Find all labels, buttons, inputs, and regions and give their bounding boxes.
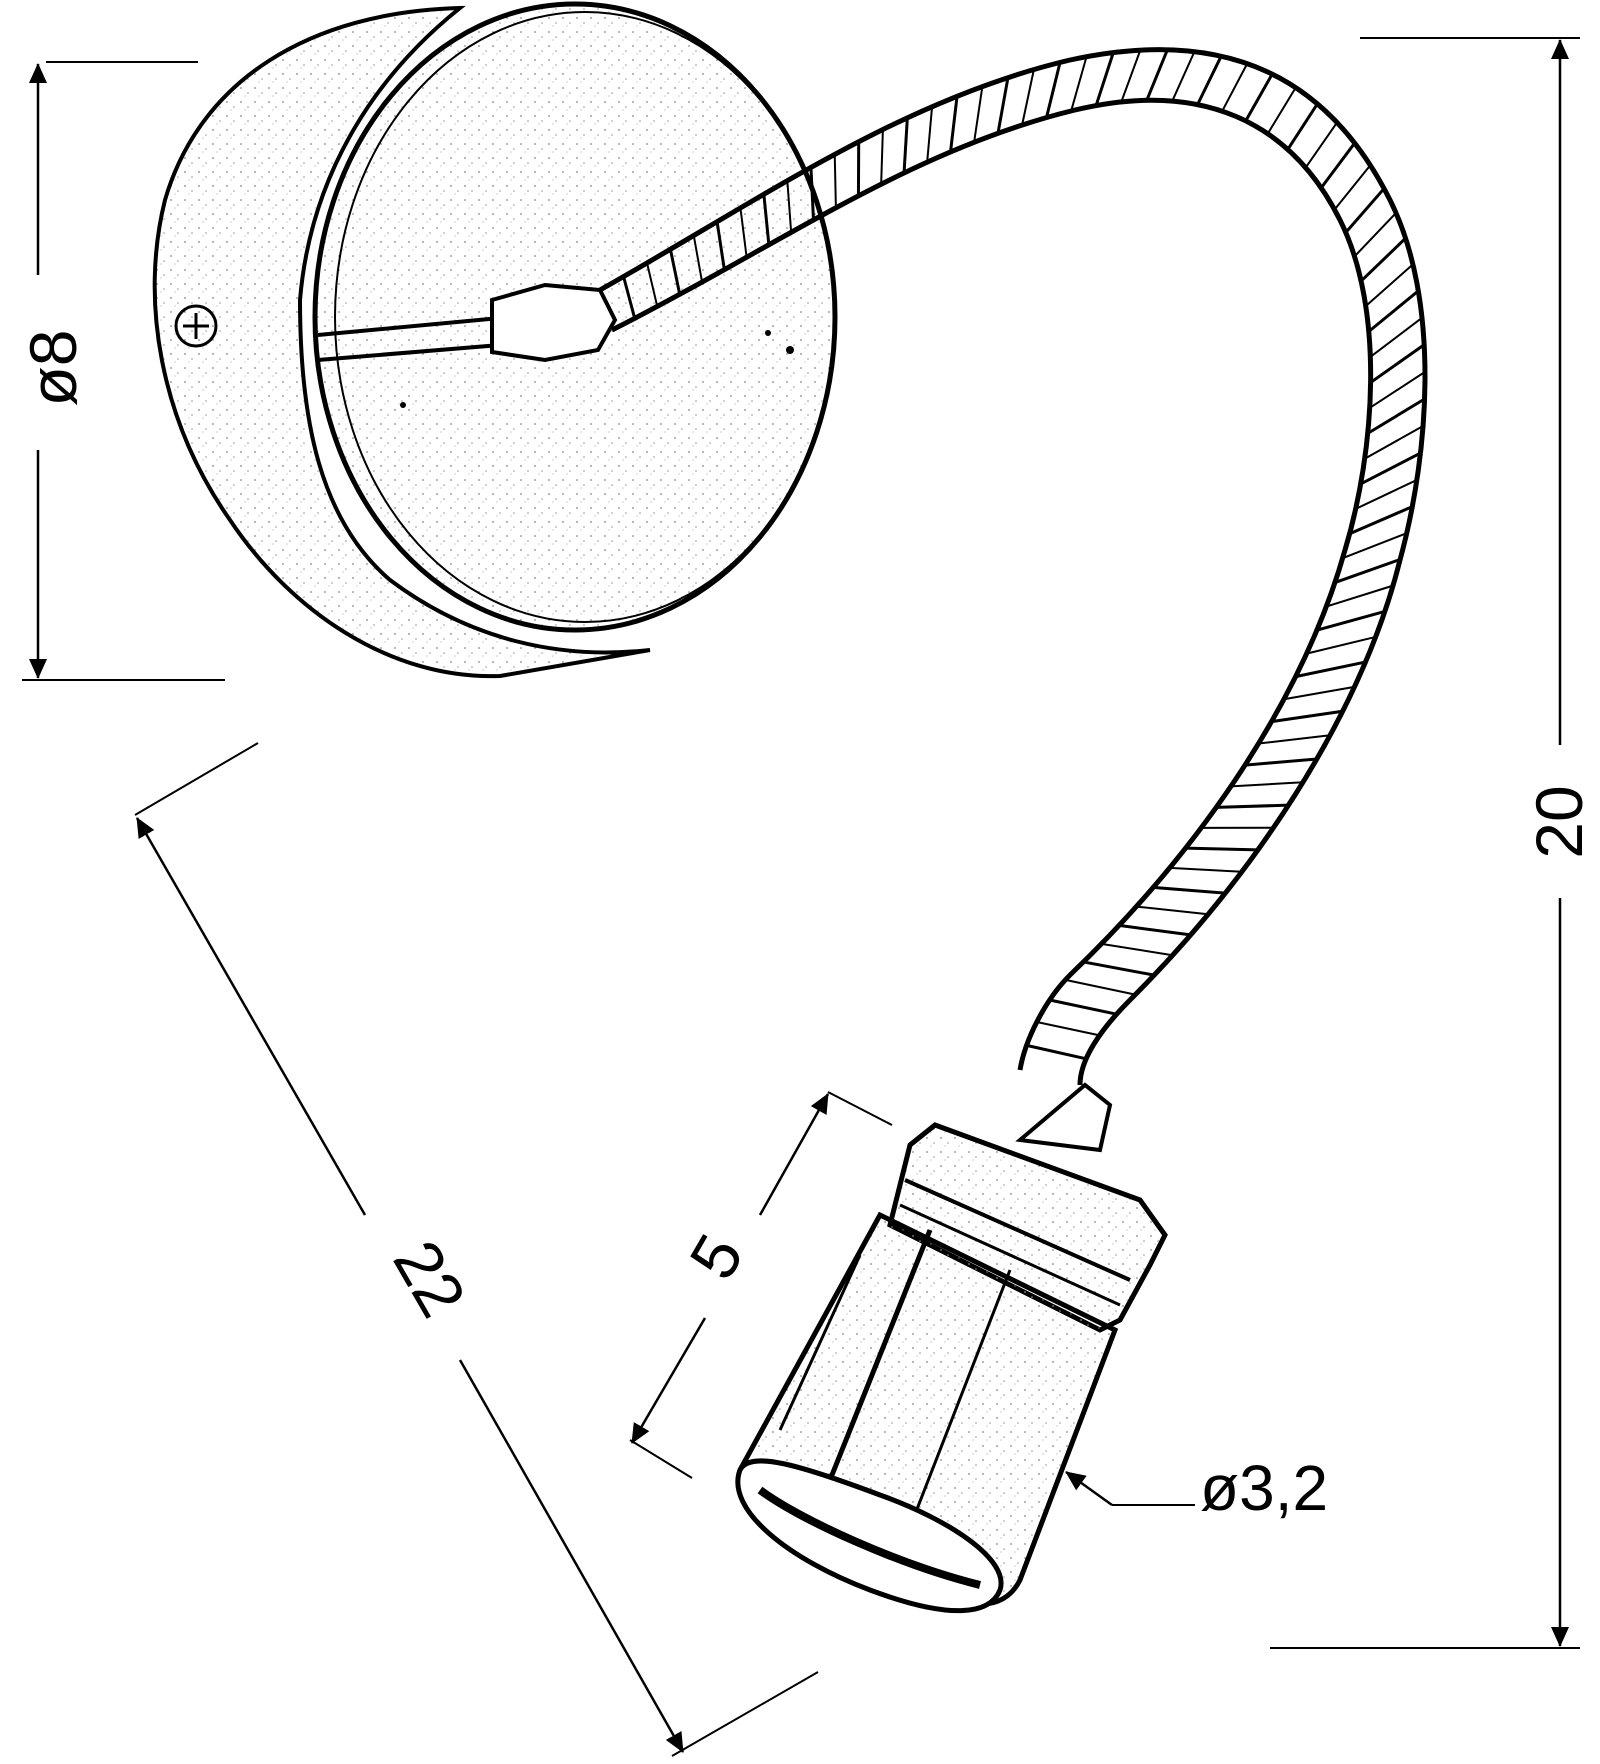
- coil-rib: [1349, 505, 1413, 536]
- coil-rib: [1333, 164, 1372, 211]
- coil-rib: [1216, 803, 1289, 809]
- coil-rib: [1118, 923, 1191, 937]
- coil-rib: [1169, 866, 1242, 873]
- coil-rib: [1366, 397, 1426, 435]
- coil-rib: [1286, 103, 1319, 151]
- coil-rib: [1369, 316, 1423, 358]
- coil-rib: [809, 167, 815, 221]
- coil-rib: [786, 180, 793, 233]
- coil-rib: [1230, 781, 1304, 788]
- coil-rib: [1319, 142, 1356, 189]
- dimension-label-head-diameter: ø3,2: [1200, 1452, 1328, 1524]
- dimension-label-head-length: 5: [675, 1222, 757, 1291]
- coil-rib: [1258, 734, 1331, 745]
- coil-rib: [715, 221, 726, 270]
- coil-rib: [1244, 73, 1274, 122]
- coil-rib: [1334, 558, 1401, 584]
- coil-rib: [1295, 660, 1366, 679]
- coil-rib: [1171, 51, 1196, 102]
- dimension-base-diameter: ø8: [16, 61, 225, 681]
- coil-rib: [949, 96, 959, 153]
- coil-rib: [1094, 52, 1115, 107]
- dimension-label-length: 22: [380, 1228, 481, 1329]
- flexible-gooseneck-arm: [317, 47, 1428, 1086]
- lamp-head: [735, 1082, 1168, 1614]
- base-face-inner-ring: [334, 11, 836, 623]
- coil-rib: [1244, 757, 1317, 767]
- coil-rib: [1342, 532, 1408, 560]
- coil-rib: [926, 106, 934, 163]
- coil-rib: [973, 86, 984, 143]
- dimension-height: 20: [1270, 37, 1596, 1649]
- dimension-label-base-diameter: ø8: [16, 329, 90, 406]
- coil-rib: [1304, 121, 1338, 169]
- coil-rib: [762, 194, 771, 245]
- coil-rib: [1369, 343, 1426, 384]
- coil-rib: [1145, 49, 1169, 101]
- coil-rib: [1083, 960, 1155, 977]
- arm-inner-edge: [610, 97, 1374, 1071]
- coil-rib: [1271, 709, 1343, 724]
- coil-rib: [1185, 846, 1258, 852]
- coil-rib: [902, 117, 909, 174]
- coil-rib: [739, 207, 748, 258]
- coil-rib: [880, 129, 884, 185]
- coil-rib: [646, 262, 659, 307]
- arm-joint: [490, 282, 618, 363]
- coil-rib: [622, 276, 637, 319]
- coil-rib: [833, 154, 837, 208]
- coil-rib: [1266, 87, 1297, 135]
- coil-rib: [1152, 885, 1226, 895]
- connector-rod: [317, 316, 501, 362]
- coil-rib: [1316, 609, 1386, 632]
- coil-rib: [1360, 237, 1407, 283]
- coil-rib: [1136, 905, 1209, 916]
- head-connector: [1015, 1082, 1113, 1153]
- base-rim: [152, 5, 651, 679]
- coil-rib: [692, 235, 704, 283]
- coil-rib: [996, 77, 1010, 134]
- coil-rib: [1306, 635, 1376, 655]
- coil-rib: [1359, 451, 1422, 486]
- coil-rib: [668, 248, 682, 295]
- coil-rib: [1355, 479, 1418, 510]
- coil-rib: [1364, 425, 1424, 460]
- coil-rib: [1101, 942, 1173, 957]
- coil-rib: [1065, 978, 1136, 996]
- mounting-screw: [174, 304, 218, 348]
- coil-rib: [1365, 263, 1414, 307]
- coil-rib: [1283, 685, 1355, 701]
- arm-outer-edge: [598, 47, 1428, 1086]
- coil-rib: [1369, 371, 1426, 409]
- coil-rib: [1026, 1043, 1087, 1061]
- coil-rib: [1221, 63, 1249, 112]
- dimension-label-height: 20: [1522, 785, 1596, 858]
- arm-coil-ribs: [622, 49, 1426, 1061]
- coil-rib: [1353, 212, 1397, 258]
- coil-rib: [1120, 49, 1142, 103]
- coil-rib: [1326, 584, 1394, 608]
- coil-rib: [1049, 998, 1117, 1016]
- dimension-head-diameter: ø3,2: [1065, 1452, 1328, 1524]
- coil-rib: [1021, 69, 1035, 126]
- coil-rib: [1045, 62, 1062, 118]
- coil-rib: [1196, 55, 1223, 106]
- coil-rib: [1070, 56, 1088, 112]
- coil-rib: [1344, 187, 1386, 234]
- coil-rib: [1036, 1021, 1100, 1037]
- coil-rib: [1367, 289, 1420, 333]
